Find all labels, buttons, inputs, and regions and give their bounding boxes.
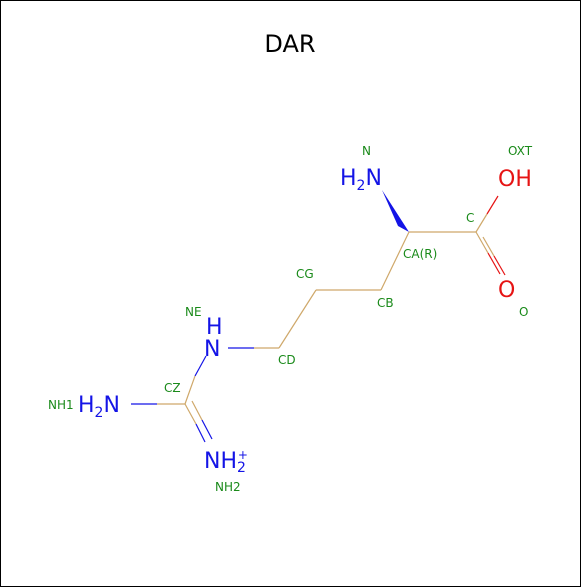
atom-name-ne: NE bbox=[185, 305, 202, 319]
atom-name-o: O bbox=[519, 305, 528, 319]
atom-labels: H2N OH O H N H2N NH2+ bbox=[78, 166, 532, 476]
bond-cz-nh2-1-nitrogen bbox=[195, 423, 206, 443]
atom-label-ne-h: H bbox=[206, 315, 223, 340]
bond-cz-nh2-2-carbon bbox=[191, 400, 203, 421]
bond-cg-cd bbox=[278, 289, 317, 349]
atom-name-cz: CZ bbox=[164, 381, 181, 395]
atom-label-nh1: H2N bbox=[78, 393, 120, 421]
atom-label-oh: OH bbox=[498, 167, 532, 192]
atom-label-ne-n: N bbox=[204, 337, 220, 362]
bond-ca-n-wedge bbox=[382, 190, 409, 232]
bond-cz-nh2-2-nitrogen bbox=[201, 419, 213, 440]
bond-ne-cz-nitrogen bbox=[194, 355, 207, 377]
diagram-title: DAR bbox=[264, 30, 315, 58]
atom-name-nh1: NH1 bbox=[48, 398, 74, 412]
atom-name-ca: CA(R) bbox=[403, 247, 437, 261]
bond-ne-cz-carbon bbox=[184, 375, 196, 405]
atom-name-nh2: NH2 bbox=[215, 480, 241, 494]
bond-cz-nh2-1-carbon bbox=[184, 403, 197, 425]
atom-names: N OXT C CA(R) O CG CB NE CD CZ NH1 NH2 bbox=[48, 144, 533, 494]
bond-c-o-1-carbon bbox=[475, 231, 489, 254]
bond-c-o-2-oxygen bbox=[493, 255, 506, 276]
bonds bbox=[131, 190, 506, 443]
atom-name-oxt: OXT bbox=[508, 144, 533, 158]
atom-name-cb: CB bbox=[377, 296, 394, 310]
bond-c-o-1-oxygen bbox=[487, 252, 501, 275]
atom-label-nh2: NH2+ bbox=[204, 448, 248, 476]
atom-label-n-alpha: H2N bbox=[340, 166, 382, 194]
atom-name-n: N bbox=[362, 144, 371, 158]
atom-label-o: O bbox=[498, 278, 515, 303]
bond-ca-cb bbox=[380, 231, 410, 291]
bond-c-oxt-oxygen bbox=[486, 195, 499, 215]
bond-c-o-2-carbon bbox=[482, 236, 495, 257]
atom-name-c: C bbox=[466, 211, 474, 225]
atom-name-cg: CG bbox=[296, 267, 314, 281]
atom-name-cd: CD bbox=[278, 353, 296, 367]
bond-c-oxt-carbon bbox=[475, 213, 488, 233]
